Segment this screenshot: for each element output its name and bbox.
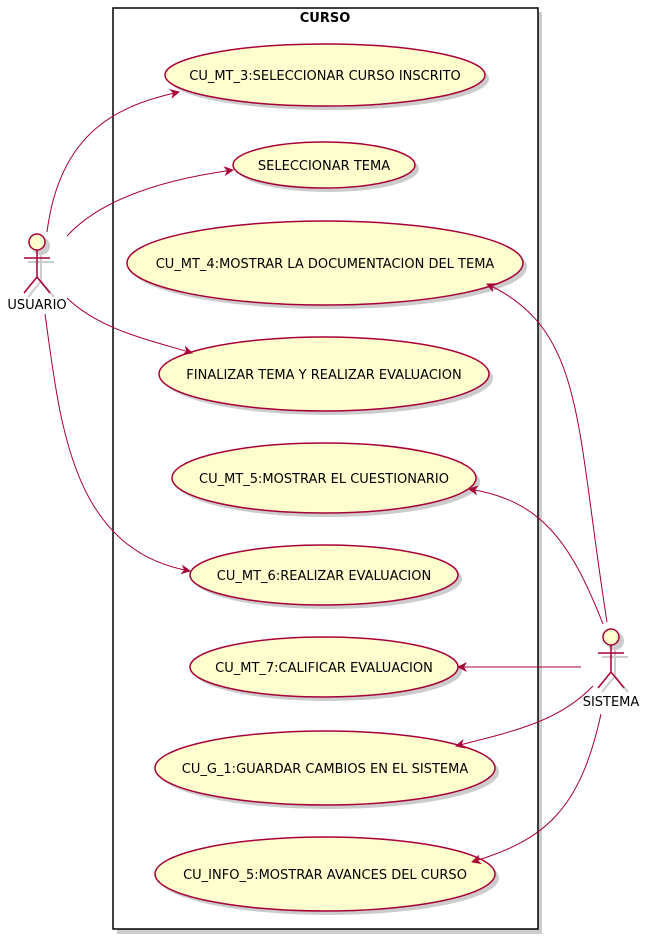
use-case-cu-mt-4[interactable]: CU_MT_4:MOSTRAR LA DOCUMENTACION DEL TEM… (126, 220, 527, 309)
association-usuario-finalizar-tema (66, 297, 193, 356)
use-case-cu-g-1[interactable]: CU_G_1:GUARDAR CAMBIOS EN EL SISTEMA (154, 730, 499, 809)
association-sistema-cu-info-5 (471, 713, 602, 865)
association-usuario-cu-mt-6 (44, 313, 191, 575)
association-usuario-seleccionar-tema (66, 166, 234, 237)
use-case-finalizar-tema[interactable]: FINALIZAR TEMA Y REALIZAR EVALUACION (158, 336, 493, 415)
boundary-title: CURSO (300, 11, 351, 26)
association-usuario-cu-mt-3 (46, 89, 180, 233)
stick-figure-icon (597, 628, 625, 689)
use-case-seleccionar-tema[interactable]: SELECCIONAR TEMA (232, 141, 419, 192)
association-sistema-cu-g-1 (455, 685, 594, 749)
use-case-label: FINALIZAR TEMA Y REALIZAR EVALUACION (186, 368, 461, 383)
use-case-cu-info-5[interactable]: CU_INFO_5:MOSTRAR AVANCES DEL CURSO (154, 836, 499, 915)
use-case-cu-mt-7[interactable]: CU_MT_7:CALIFICAR EVALUACION (189, 636, 462, 701)
actor-label: USUARIO (7, 298, 66, 313)
use-case-cu-mt-6[interactable]: CU_MT_6:REALIZAR EVALUACION (189, 544, 462, 609)
use-case-label: CU_MT_7:CALIFICAR EVALUACION (215, 661, 433, 676)
actor-label: SISTEMA (583, 695, 640, 710)
association-sistema-cu-mt-4 (486, 283, 608, 623)
use-case-label: CU_MT_3:SELECCIONAR CURSO INSCRITO (189, 69, 461, 84)
use-case-label: CU_MT_5:MOSTRAR EL CUESTIONARIO (199, 472, 449, 487)
actor-usuario[interactable]: USUARIO (7, 233, 67, 313)
use-case-label: CU_G_1:GUARDAR CAMBIOS EN EL SISTEMA (182, 762, 469, 777)
association-sistema-cu-mt-5 (468, 485, 604, 625)
use-case-label: CU_MT_6:REALIZAR EVALUACION (217, 569, 431, 584)
use-case-cu-mt-3[interactable]: CU_MT_3:SELECCIONAR CURSO INSCRITO (164, 43, 489, 110)
actor-sistema[interactable]: SISTEMA (583, 628, 640, 710)
stick-figure-icon (23, 233, 51, 294)
use-case-label: SELECCIONAR TEMA (258, 159, 390, 174)
use-case-cu-mt-5[interactable]: CU_MT_5:MOSTRAR EL CUESTIONARIO (171, 442, 480, 517)
use-case-label: CU_MT_4:MOSTRAR LA DOCUMENTACION DEL TEM… (156, 257, 495, 272)
use-case-label: CU_INFO_5:MOSTRAR AVANCES DEL CURSO (183, 868, 467, 883)
